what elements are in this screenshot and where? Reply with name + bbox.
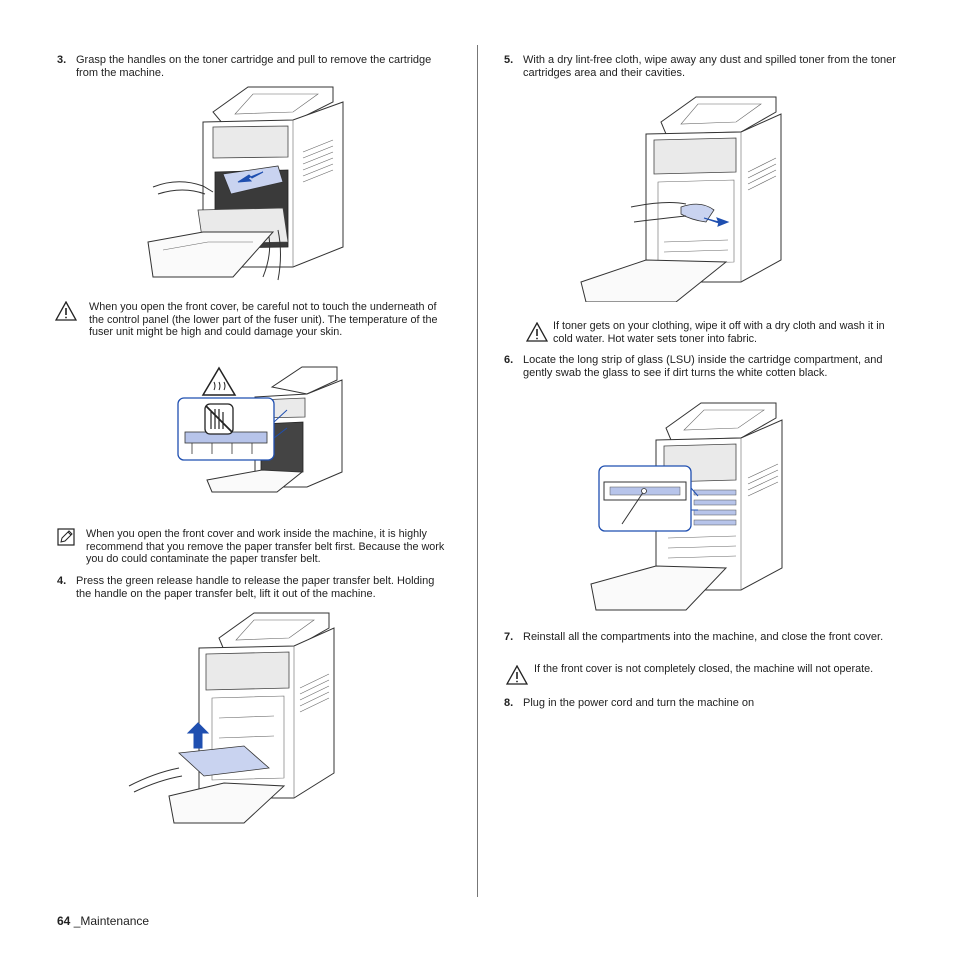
step-number: 5. bbox=[504, 54, 514, 66]
no-touch-hand-icon bbox=[204, 403, 234, 435]
step-number: 3. bbox=[57, 54, 67, 66]
step-text: Locate the long strip of glass (LSU) ins… bbox=[523, 354, 883, 379]
figure-wipe-cavity bbox=[580, 96, 782, 302]
caution-fuser: When you open the front cover, be carefu… bbox=[55, 301, 445, 351]
step-text: With a dry lint-free cloth, wipe away an… bbox=[523, 54, 896, 79]
warning-triangle-icon bbox=[55, 301, 77, 321]
caution-toner: If toner gets on your clothing, wipe it … bbox=[526, 320, 896, 348]
step-text: Grasp the handles on the toner cartridge… bbox=[76, 54, 432, 79]
warning-triangle-icon bbox=[506, 665, 528, 685]
note-belt: When you open the front cover and work i… bbox=[57, 528, 447, 568]
step-text: Plug in the power cord and turn the mach… bbox=[523, 697, 755, 709]
figure-fuser-warning bbox=[177, 366, 343, 493]
page-number: 64 bbox=[57, 914, 71, 928]
note-text: When you open the front cover and work i… bbox=[86, 528, 445, 565]
warning-triangle-icon bbox=[526, 322, 548, 342]
figure-remove-toner bbox=[147, 86, 344, 281]
step-text: Press the green release handle to releas… bbox=[76, 575, 435, 600]
figure-remove-belt bbox=[128, 612, 335, 824]
caution-text: If the front cover is not completely clo… bbox=[534, 663, 874, 675]
step-number: 6. bbox=[504, 354, 514, 366]
step-text: Reinstall all the compartments into the … bbox=[523, 631, 884, 643]
step-number: 4. bbox=[57, 575, 67, 587]
caution-text: When you open the front cover, be carefu… bbox=[89, 301, 438, 338]
figure-clean-lsu bbox=[590, 402, 783, 611]
column-divider bbox=[477, 45, 478, 897]
caution-cover: If the front cover is not completely clo… bbox=[506, 663, 886, 691]
hot-surface-icon bbox=[201, 366, 237, 396]
caution-text: If toner gets on your clothing, wipe it … bbox=[553, 320, 885, 345]
page-footer: 64 _Maintenance bbox=[57, 914, 149, 928]
note-pencil-icon bbox=[57, 528, 75, 546]
step-number: 8. bbox=[504, 697, 514, 709]
section-name: _Maintenance bbox=[73, 914, 150, 928]
step-number: 7. bbox=[504, 631, 514, 643]
